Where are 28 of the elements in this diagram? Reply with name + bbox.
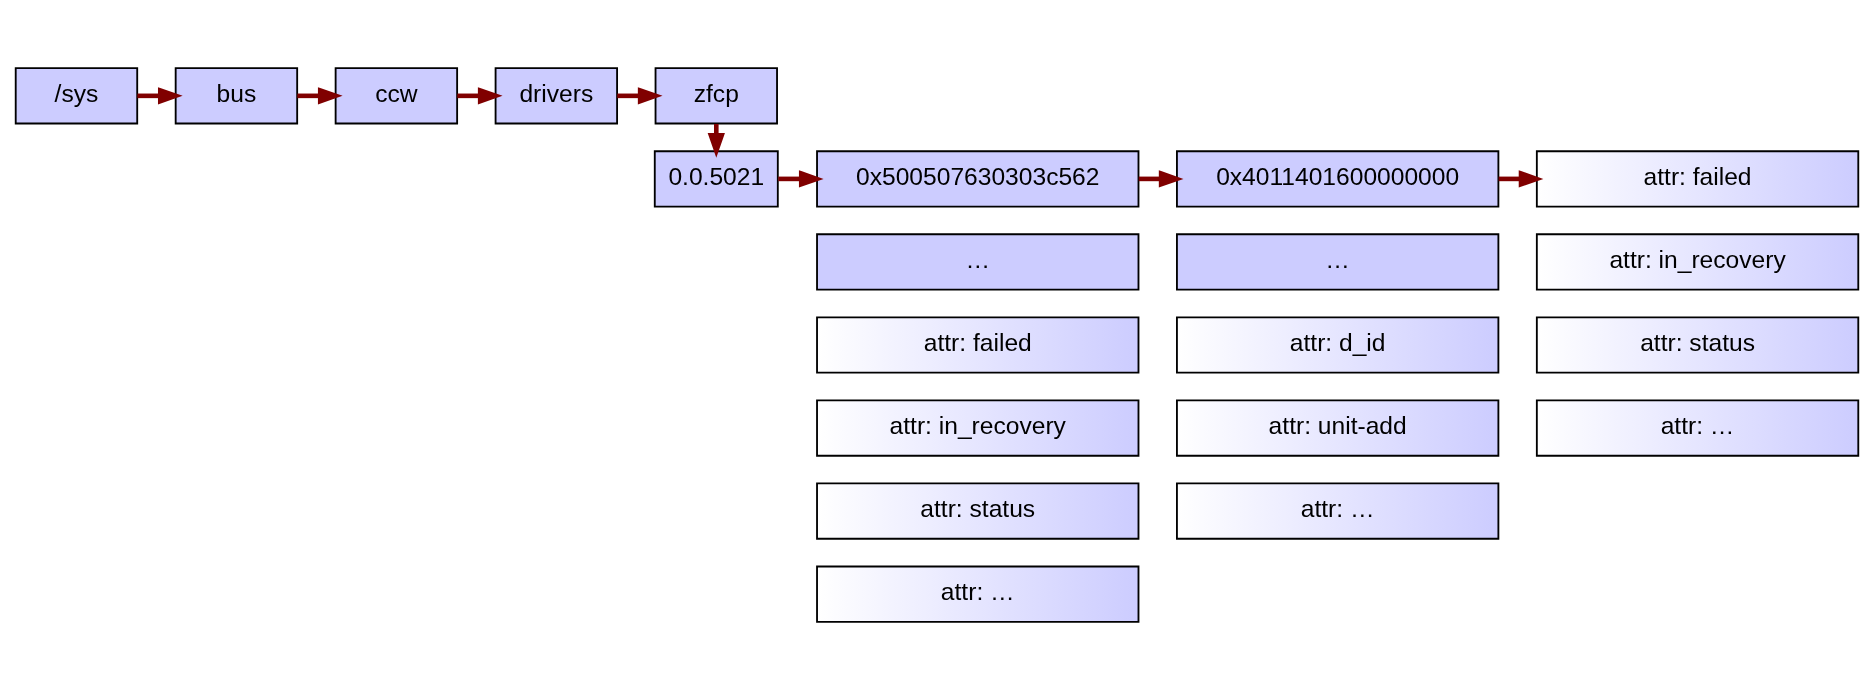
node-box: zfcp [654,66,778,124]
node-box: drivers [494,66,618,124]
node-box: attr: failed [1535,149,1860,207]
node-box: 0x500507630303c562 [816,149,1140,207]
node-box: attr: … [816,565,1140,623]
node-box: attr: d_id [1176,315,1500,374]
node-box: … [816,232,1140,291]
arrow [297,86,343,104]
node-box: attr: status [816,482,1140,540]
node-box: 0x4011401600000000 [1176,149,1500,207]
node-box: 0.0.5021 [653,149,779,207]
node-box: … [1176,232,1500,291]
node-box: attr: in_recovery [1535,232,1860,291]
node-box: attr: failed [816,315,1140,374]
arrow [457,86,503,104]
node-box: ccw [334,66,459,124]
node-box: attr: in_recovery [816,398,1140,457]
arrow [137,86,183,104]
node-box: attr: … [1535,398,1860,457]
node-box: attr: … [1176,482,1500,540]
arrow [778,169,824,187]
arrow [1138,169,1184,187]
arrow [1498,169,1544,187]
node-box: attr: unit-add [1176,398,1500,457]
arrow [617,86,663,104]
node-box: bus [174,66,299,124]
node-box: /sys [14,66,139,124]
node-box: attr: status [1535,315,1860,374]
